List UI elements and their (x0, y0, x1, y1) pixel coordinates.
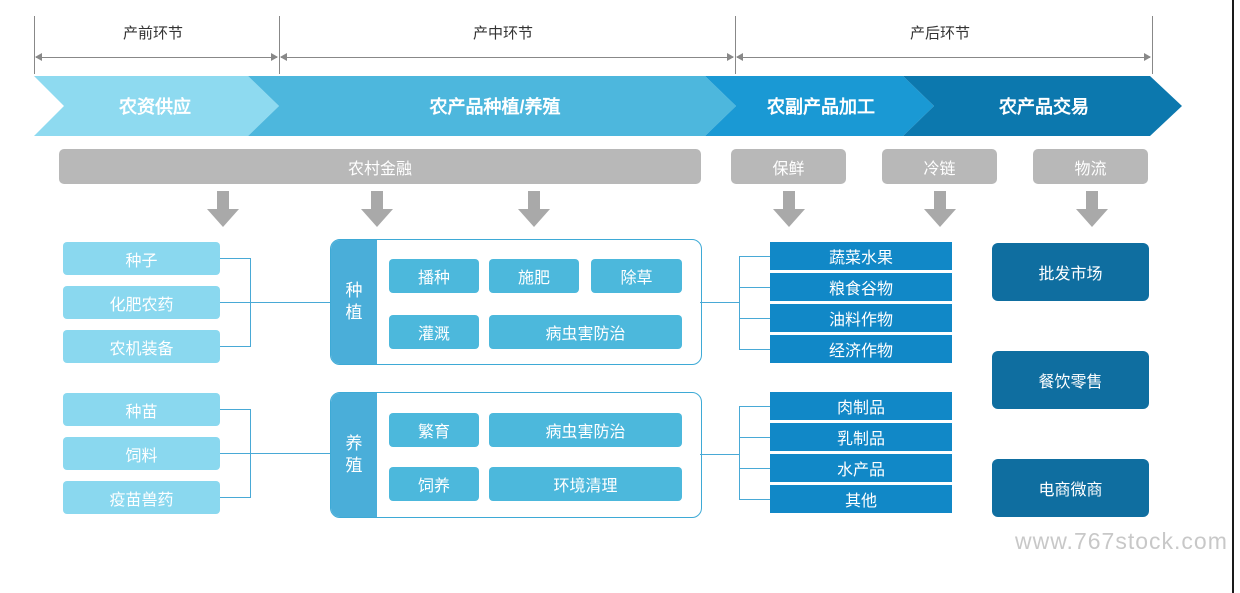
stage-tick (735, 16, 736, 74)
arrow-left-icon (280, 53, 287, 61)
task-item: 施肥 (489, 259, 579, 293)
connector-line (220, 258, 251, 259)
connector-line (739, 256, 740, 350)
product-item: 蔬菜水果 (770, 242, 952, 270)
product-item: 粮食谷物 (770, 273, 952, 301)
down-arrow-icon (924, 191, 956, 227)
connector-line (739, 256, 770, 257)
stage-line-mid (281, 57, 733, 58)
chevron-shape (248, 76, 736, 136)
chevron-shape (34, 76, 279, 136)
input-item: 疫苗兽药 (63, 481, 220, 514)
bar-logistics: 物流 (1033, 149, 1148, 184)
connector-line (739, 349, 770, 350)
input-item: 饲料 (63, 437, 220, 470)
task-item: 播种 (389, 259, 479, 293)
edge-line (1232, 0, 1234, 593)
task-item: 除草 (591, 259, 682, 293)
input-item: 种苗 (63, 393, 220, 426)
arrow-right-icon (727, 53, 734, 61)
watermark: www.767stock.com (1015, 528, 1228, 554)
down-arrow-icon (518, 191, 550, 227)
down-arrow-icon (1076, 191, 1108, 227)
task-item: 繁育 (389, 413, 479, 447)
breeding-title: 养 殖 (331, 393, 377, 517)
bar-cold-chain: 冷链 (882, 149, 997, 184)
input-item: 种子 (63, 242, 220, 275)
connector-line (739, 406, 740, 500)
connector-line (220, 302, 330, 303)
down-arrow-icon (361, 191, 393, 227)
connector-line (739, 499, 770, 500)
input-item: 农机装备 (63, 330, 220, 363)
task-item: 病虫害防治 (489, 315, 682, 349)
arrow-left-icon (736, 53, 743, 61)
chevron-planting: 农产品种植/养殖 (429, 97, 561, 117)
chevron-banner (34, 76, 1182, 136)
input-item: 化肥农药 (63, 286, 220, 319)
arrow-right-icon (271, 53, 278, 61)
stage-line-post (737, 57, 1150, 58)
connector-line (220, 453, 330, 454)
product-item: 其他 (770, 485, 952, 513)
product-item: 乳制品 (770, 423, 952, 451)
product-item: 水产品 (770, 454, 952, 482)
stage-tick (279, 16, 280, 74)
task-item: 饲养 (389, 467, 479, 501)
down-arrow-icon (773, 191, 805, 227)
connector-line (739, 406, 770, 407)
trade-ecommerce: 电商微商 (992, 459, 1149, 517)
breeding-title-text: 养 殖 (345, 434, 363, 475)
product-item: 肉制品 (770, 392, 952, 420)
planting-title-text: 种 植 (345, 281, 363, 322)
trade-retail: 餐饮零售 (992, 351, 1149, 409)
arrow-right-icon (1144, 53, 1151, 61)
bar-rural-finance: 农村金融 (59, 149, 701, 184)
connector-line (220, 409, 251, 410)
stage-label-post: 产后环节 (904, 22, 977, 43)
connector-line (739, 318, 770, 319)
connector-line (739, 287, 770, 288)
connector-line (250, 409, 251, 498)
stage-label-pre: 产前环节 (117, 22, 190, 43)
trade-wholesale: 批发市场 (992, 243, 1149, 301)
task-item: 环境清理 (489, 467, 682, 501)
stage-tick (34, 16, 35, 74)
product-item: 油料作物 (770, 304, 952, 332)
product-item: 经济作物 (770, 335, 952, 363)
stage-line-pre (36, 57, 277, 58)
bar-preservation: 保鲜 (731, 149, 846, 184)
chevron-shape (705, 76, 934, 136)
planting-title: 种 植 (331, 240, 377, 364)
connector-line (220, 497, 251, 498)
connector-line (700, 302, 740, 303)
connector-line (739, 437, 770, 438)
down-arrow-icon (207, 191, 239, 227)
task-item: 病虫害防治 (489, 413, 682, 447)
stage-tick (1152, 16, 1153, 74)
connector-line (250, 258, 251, 347)
chevron-supply: 农资供应 (119, 97, 191, 117)
chevron-processing: 农副产品加工 (767, 97, 875, 117)
arrow-left-icon (35, 53, 42, 61)
chevron-shape (903, 76, 1182, 136)
connector-line (739, 468, 770, 469)
task-item: 灌溉 (389, 315, 479, 349)
connector-line (220, 346, 251, 347)
connector-line (700, 454, 740, 455)
chevron-trade: 农产品交易 (999, 97, 1089, 117)
stage-label-mid: 产中环节 (467, 22, 540, 43)
